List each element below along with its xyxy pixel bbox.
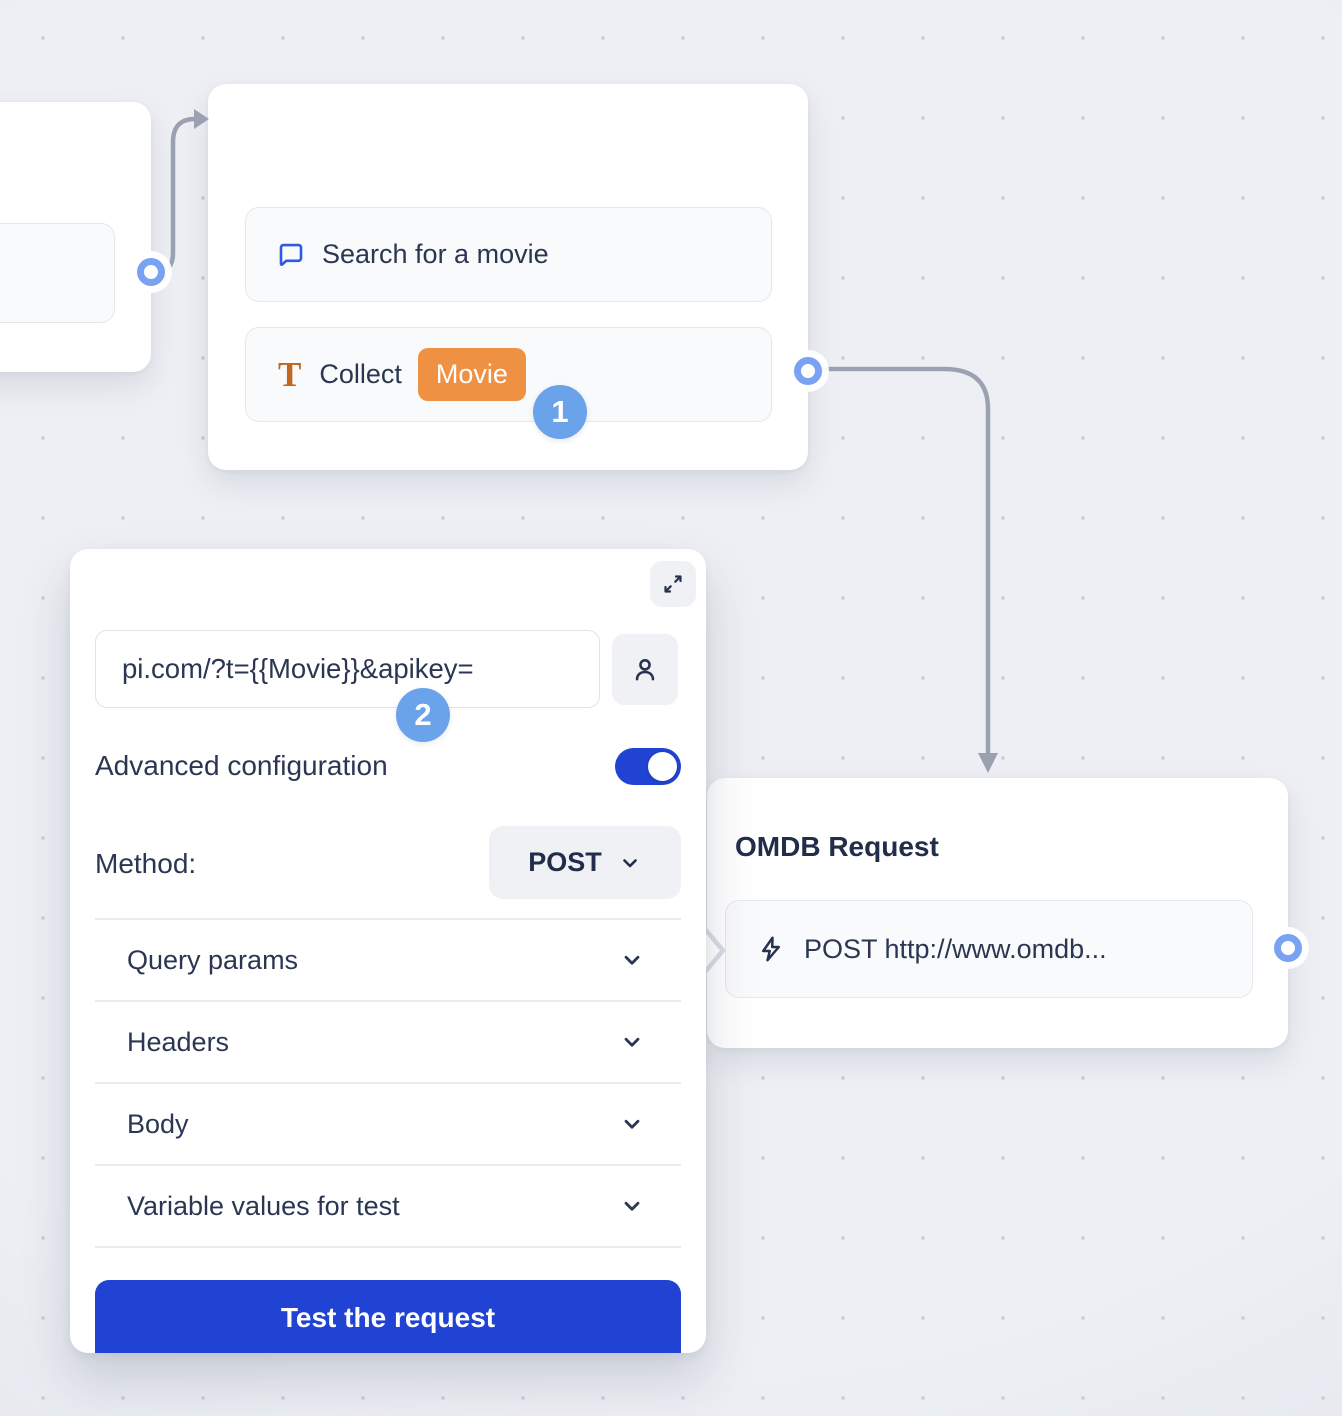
omdb-node-card[interactable]: OMDB Request POST http://www.omdb... <box>707 778 1288 1048</box>
accordion-label: Query params <box>127 944 299 975</box>
accordion-row-query-params[interactable]: Query params <box>95 920 681 1002</box>
toggle-knob <box>648 752 677 781</box>
advanced-configuration-toggle[interactable] <box>615 748 681 785</box>
accordion-label: Body <box>127 1108 189 1139</box>
request-url-input[interactable] <box>95 630 600 708</box>
insert-variable-button[interactable] <box>612 634 678 705</box>
chat-bubble-icon <box>276 240 306 270</box>
movie-search-collect-row[interactable]: T Collect Movie <box>245 327 772 422</box>
method-value: POST <box>528 847 602 877</box>
accordion-label: Headers <box>127 1026 230 1057</box>
connector-arrowhead-2 <box>978 753 998 773</box>
method-label: Method: <box>95 848 197 879</box>
text-input-icon: T <box>278 355 302 394</box>
port-partial-node-output[interactable] <box>137 258 165 286</box>
chevron-down-icon <box>619 947 645 973</box>
omdb-request-row[interactable]: POST http://www.omdb... <box>725 900 1253 998</box>
movie-search-message-row[interactable]: Search for a movie <box>245 207 772 302</box>
accordion-label: Variable values for test <box>127 1190 400 1221</box>
movie-search-node-card[interactable]: Movie search Search for a movie T Collec… <box>208 84 808 470</box>
request-config-accordion: Query params Headers Body Variable value… <box>95 918 681 1248</box>
omdb-request-label: POST http://www.omdb... <box>804 933 1107 964</box>
chevron-down-icon <box>618 851 642 875</box>
step-badge-1: 1 <box>533 385 587 439</box>
collect-label: Collect <box>319 359 402 389</box>
partial-node-row[interactable] <box>0 223 115 323</box>
chevron-down-icon <box>619 1029 645 1055</box>
connector-arrowhead-1 <box>194 109 209 129</box>
advanced-configuration-label: Advanced configuration <box>95 750 388 781</box>
port-movie-search-output[interactable] <box>794 357 822 385</box>
lightning-icon <box>756 934 786 964</box>
chevron-down-icon <box>619 1193 645 1219</box>
accordion-row-headers[interactable]: Headers <box>95 1002 681 1084</box>
connector-line-2 <box>822 366 991 754</box>
port-omdb-output[interactable] <box>1274 934 1302 962</box>
movie-search-message-label: Search for a movie <box>322 239 549 269</box>
accordion-row-variable-values[interactable]: Variable values for test <box>95 1166 681 1248</box>
webhook-settings-panel[interactable]: Advanced configuration Method: POST Quer… <box>70 549 706 1353</box>
movie-variable-chip[interactable]: Movie <box>417 348 526 401</box>
connector-line-1 <box>157 116 196 275</box>
omdb-node-title: OMDB Request <box>735 831 939 862</box>
test-request-button[interactable]: Test the request <box>95 1280 681 1353</box>
accordion-row-body[interactable]: Body <box>95 1084 681 1166</box>
partial-node-card[interactable] <box>0 102 151 372</box>
expand-icon <box>661 572 685 596</box>
method-select[interactable]: POST <box>489 826 681 899</box>
person-icon <box>631 656 659 684</box>
expand-panel-button[interactable] <box>650 561 696 607</box>
chevron-down-icon <box>619 1111 645 1137</box>
step-badge-2: 2 <box>396 688 450 742</box>
